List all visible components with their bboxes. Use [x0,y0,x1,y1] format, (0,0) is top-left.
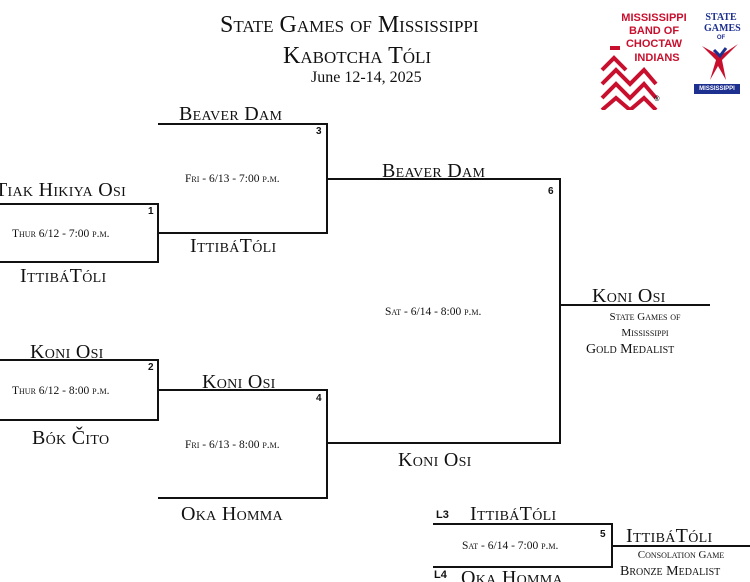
state-games-logo-line1: STATE [705,12,737,23]
page-title: State Games of Mississippi [220,12,479,38]
game1-vertical-line [157,203,159,263]
game4-time: Fri - 6/13 - 8:00 p.m. [185,439,280,451]
game3-team-bottom: IttibáTóli [190,235,277,257]
game1-number: 1 [148,206,154,217]
game5-team-bottom: Oka Homma [461,567,563,582]
game1-time: Thur 6/12 - 7:00 p.m. [12,228,110,240]
game6-vertical-line [559,178,561,444]
game4-bottom-line [158,497,328,499]
consolation-line [612,545,750,547]
choctaw-logo-line3: CHOCTAW [625,38,682,50]
game6-top-line [327,178,561,180]
game1-top-line [0,203,159,205]
game3-time: Fri - 6/13 - 7:00 p.m. [185,173,280,185]
game3-top-line [158,123,328,125]
game4-top-line [159,389,328,391]
game2-team-bottom: Bók Čito [32,427,110,449]
game3-team-top: Beaver Dam [179,103,283,125]
game6-time: Sat - 6/14 - 8:00 p.m. [385,306,482,318]
consolation-team: IttibáTóli [626,525,713,547]
state-games-logo: STATE GAMES OF MISSISSIPPI [694,10,742,98]
game2-vertical-line [157,359,159,421]
game2-bottom-line [0,419,159,421]
state-games-logo-line2: GAMES [704,23,741,34]
choctaw-logo-line1: MISSISSIPPI [621,12,687,24]
game2-team-top: Koni Osi [30,341,104,363]
game2-top-line [0,359,159,361]
champion-team: Koni Osi [592,285,666,307]
game2-time: Thur 6/12 - 8:00 p.m. [12,385,110,397]
game2-number: 2 [148,362,154,373]
registered-mark: ® [654,96,660,103]
game5-time: Sat - 6/14 - 7:00 p.m. [462,540,559,552]
game5-label-top: L3 [436,509,449,521]
game6-number: 6 [548,186,554,197]
game4-team-bottom: Oka Homma [181,503,283,525]
game5-label-bottom: L4 [434,569,447,581]
game4-vertical-line [326,389,328,499]
choctaw-logo-line2: BAND OF [628,25,680,37]
event-dates: June 12-14, 2025 [311,69,422,86]
champion-caption-line2: Mississippi [621,327,669,339]
game3-bottom-line [159,232,328,234]
champion-caption-line1: State Games of [609,311,681,323]
state-games-logo-line3: OF [716,35,726,41]
game6-team-bottom: Koni Osi [398,449,472,471]
game4-number: 4 [316,393,322,404]
game6-bottom-line [327,442,561,444]
consolation-caption-line1: Consolation Game [637,549,725,561]
choctaw-pattern-icon [600,46,658,110]
game5-top-line [433,523,613,525]
game3-number: 3 [316,126,322,137]
champion-line [560,304,710,306]
consolation-caption-line2: Bronze Medalist [620,564,721,579]
page-subtitle: Kabotcha Tóli [283,43,432,69]
champion-caption-line3: Gold Medalist [586,342,675,357]
game5-team-top: IttibáTóli [470,503,557,525]
game1-team-bottom: IttibáTóli [20,265,107,287]
choctaw-logo-line4: INDIANS [634,52,680,64]
game4-team-top: Koni Osi [202,371,276,393]
state-games-logo-line4: MISSISSIPPI [694,84,740,94]
choctaw-logo: MISSISSIPPI BAND OF CHOCTAW INDIANS ® [596,10,696,110]
game5-number: 5 [600,529,606,540]
game5-bottom-line [433,566,613,568]
torch-runner-icon [702,44,738,80]
game1-bottom-line [0,261,159,263]
game6-team-top: Beaver Dam [382,160,486,182]
game1-team-top: Tiak Hikiya Osi [0,179,127,201]
